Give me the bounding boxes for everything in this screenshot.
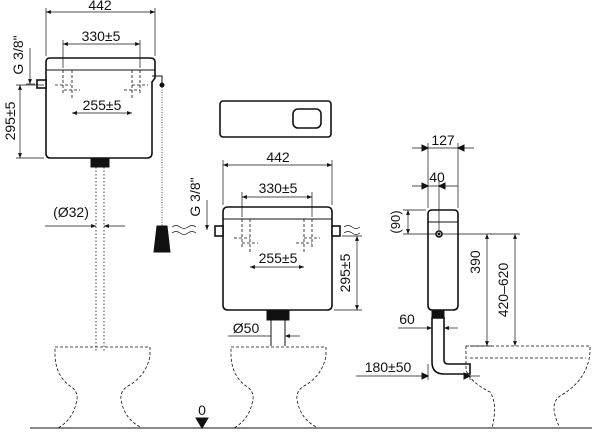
left-outlet-stub	[90, 157, 110, 168]
side-d180-label: 180±50	[365, 359, 412, 375]
side-depth-label: 127	[431, 132, 455, 148]
left-cistern-body	[45, 57, 156, 159]
left-holes-label: 330±5	[82, 28, 121, 44]
push-button-icon	[292, 108, 322, 129]
middle-cistern-body	[222, 206, 333, 311]
middle-cistern-assembly: 442 330±5 255±5 295±5 G 3/8" Ø50	[171, 100, 362, 429]
middle-pipe-label: Ø50	[233, 320, 260, 336]
floor-line: 0	[30, 402, 592, 429]
left-pipe-label: (Ø32)	[53, 204, 89, 220]
side-h420-label: 420–620	[495, 263, 511, 318]
flush-pipe	[431, 317, 471, 375]
left-thread-label: G 3/8"	[10, 35, 26, 74]
pull-handle	[153, 225, 171, 253]
left-height-label: 295±5	[2, 101, 18, 140]
middle-thread-label: G 3/8"	[187, 177, 203, 216]
left-inner-label: 255±5	[83, 97, 122, 113]
side-cistern-body	[427, 209, 459, 311]
side-h390-label: 390	[467, 250, 483, 274]
middle-holes-label: 330±5	[259, 180, 298, 196]
middle-outlet-stub	[266, 309, 290, 321]
side-offset-label: 40	[429, 169, 445, 185]
floor-zero-label: 0	[198, 402, 206, 418]
side-top-label: (90)	[388, 210, 403, 233]
middle-inner-label: 255±5	[259, 250, 298, 266]
side-d60-label: 60	[399, 311, 415, 327]
middle-width-label: 442	[266, 149, 290, 165]
left-width-label: 442	[88, 0, 112, 13]
left-cistern-assembly: 442 330±5 255±5 295±5 G 3/8" (Ø32)	[2, 0, 171, 429]
side-view-assembly: 127 40 (90) 390 420–620 60 180±50	[356, 132, 591, 429]
middle-height-label: 295±5	[337, 253, 353, 292]
floor-marker-icon	[195, 417, 209, 429]
left-wc-bowl	[54, 346, 151, 429]
middle-wc-bowl	[230, 346, 327, 429]
